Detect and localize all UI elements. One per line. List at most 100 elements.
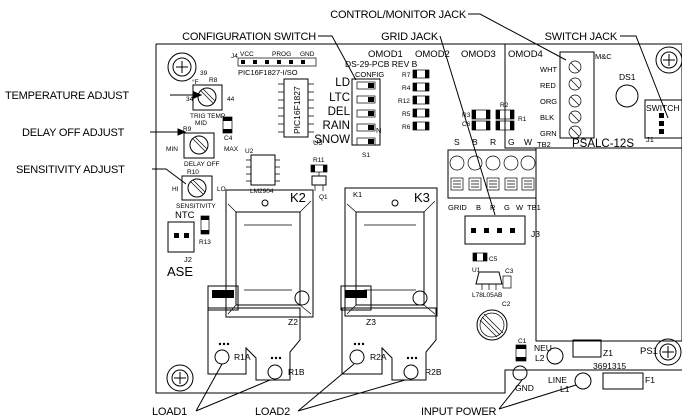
u1-part-label: L78L05AB [472,292,502,299]
pot-temp-num: 39 [200,70,208,77]
j4-prog: PROG [272,51,291,58]
r1b-label: R1B [288,367,305,377]
l1-label: L1 [560,384,570,394]
j4-header: J4 VCC PROG GND [231,51,317,67]
load2-plate: R2A R2B [341,307,442,381]
q1-label: Q1 [319,194,328,201]
callout-input-power: INPUT POWER [421,406,496,418]
k1-label: K1 [353,190,362,199]
leader-load1 [195,363,271,412]
l1-terminal [574,372,592,390]
pot-temp-deg: °F [192,78,199,86]
wire-red: RED [540,81,556,90]
c2-label: C2 [502,301,511,308]
callout-load2: LOAD2 [255,406,290,418]
pot-delay-ref: R9 [183,126,192,133]
z3-triac: Z3 [340,285,428,327]
grid-bottom-g: G [504,203,510,212]
config-switch-s1: CONFIG LD LTC DEL RAIN SNOW N S1 [314,70,384,159]
tb2-label: TB2 [537,140,551,149]
grid-top-r: R [490,137,496,147]
mounting-hole-bl [166,364,194,392]
k2-label: K2 [290,190,306,205]
c6-label: C6 [462,121,471,128]
mounting-hole-tr [655,46,682,74]
callout-sensitivity-adjust: SENSITIVITY ADJUST [16,164,125,176]
ntc-connector-j2: NTC R13 J2 ASE [167,210,211,279]
wire-wht: WHT [540,65,557,74]
psalc-module: M&C DS1 TB2 PSALC-12S SWITCH J1 PS1 [504,43,682,357]
r4-label: R4 [402,85,411,92]
grid-bottom-b: B [476,203,481,212]
r1a-label: R1A [234,352,251,362]
r1-label: R1 [518,116,527,123]
pot-delay-mid: MID [195,120,207,127]
c4-label: C4 [224,135,233,142]
regulator-section: C5 U1 L78L05AB C3 C2 [472,252,514,341]
pot-temp-max: 44 [227,96,235,103]
ntc-label: NTC [175,210,195,221]
j4-gnd: GND [300,51,315,58]
pcb-rev-label: DS-29-PCB REV B [345,59,418,69]
z2-triac: Z2 [207,285,310,327]
pot-delay-min: MIN [166,146,178,153]
grid-bottom-w: W [516,203,524,212]
mcu-part-label: PIC16F1827 [292,86,302,134]
psalc-label: PSALC-12S [572,138,634,150]
callout-leaders [150,13,669,412]
input-power-section: C1 NEU L2 GND LINE L1 Z1 3691315 F1 [512,338,655,394]
r6-label: R6 [402,124,411,131]
leader-input-power [498,379,577,410]
r3-label: R3 [462,112,471,119]
omod3-label: OMOD3 [461,49,496,60]
config-n-label: N [376,126,381,135]
config-rain: RAIN [323,120,350,132]
grid-bottom-tb1: TB1 [527,203,541,212]
config-ltc: LTC [329,92,350,104]
pot-sensitivity: R10 HI LO SENSITIVITY [172,169,226,210]
neu-label: NEU [534,343,552,353]
callout-load1: LOAD1 [152,406,187,418]
line-label: LINE [548,375,567,385]
wire-blk: BLK [540,113,554,122]
pot-sens-ref: R10 [187,169,199,176]
k3-label: K3 [414,190,430,205]
pot-temp-ref: R8 [209,77,218,84]
z3-label: Z3 [366,317,376,327]
pot-sens-hi: HI [172,186,179,193]
config-del: DEL [328,106,351,118]
mounting-hole-tl [167,52,197,82]
leader-control-monitor [468,13,567,61]
leader-switch-jack [620,35,669,119]
omod2-label: OMOD2 [415,49,450,60]
l2-terminal [546,347,564,365]
config-label: CONFIG [355,70,384,79]
r7-label: R7 [402,72,411,79]
part-number: 3691315 [593,361,626,371]
grid-top-g: G [508,137,515,147]
mc-label: M&C [595,52,612,61]
c4-capacitor: C4 [222,116,233,142]
ps1-label: PS1 [640,346,658,357]
grid-top-b: B [472,137,478,147]
grid-top-s: S [454,137,460,147]
gnd-terminal [512,365,528,381]
tb1-terminal: S B R G W GRID B R G W TB1 [447,137,541,212]
pot-temp-label: TRIG TEMP [190,113,225,120]
l2-label: L2 [535,353,545,363]
callout-configuration-switch: CONFIGURATION SWITCH [182,31,316,43]
callout-temperature-adjust: TEMPERATURE ADJUST [5,90,129,102]
r2a-label: R2A [370,352,387,362]
omod4-label: OMOD4 [508,49,543,60]
callout-grid-jack: GRID JACK [381,31,439,43]
u2-part-label: LM2904 [250,188,274,195]
pot-sens-lo: LO [217,186,226,193]
callout-switch-jack: SWITCH JACK [545,31,618,43]
r5-label: R5 [402,111,411,118]
j3-label: J3 [531,229,540,239]
gnd-label: GND [515,383,534,393]
pot-sens-label: SENSITIVITY [176,203,216,210]
r2b-label: R2B [425,367,442,377]
pot-delay-label: DELAY OFF [184,161,220,168]
